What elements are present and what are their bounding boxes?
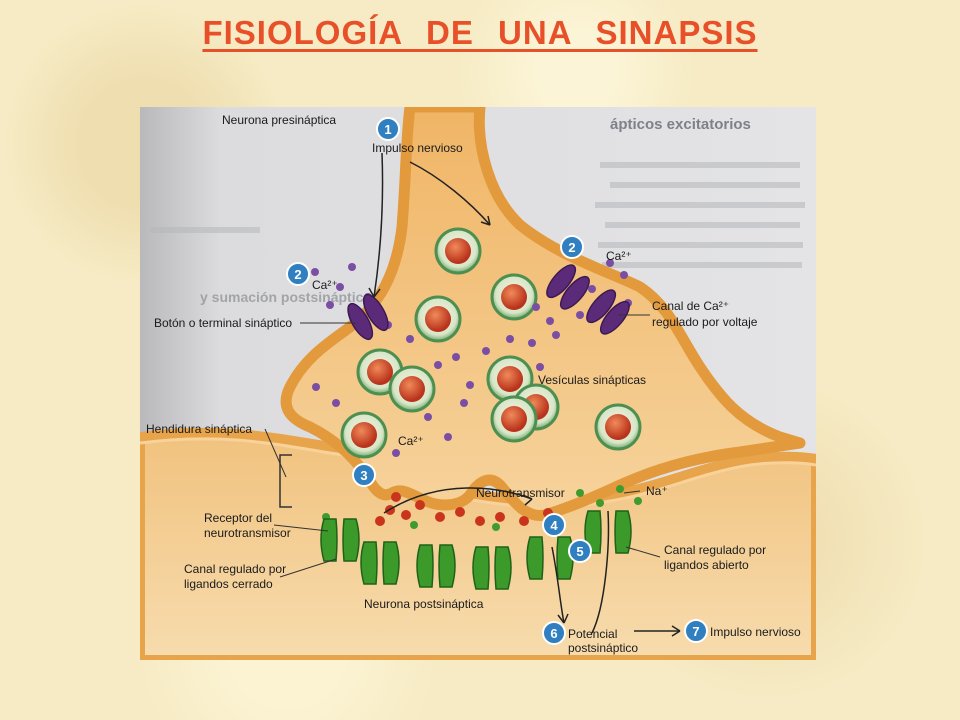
svg-text:7: 7 — [692, 624, 699, 639]
svg-text:5: 5 — [576, 544, 583, 559]
ca-channel-right-bottom — [586, 289, 630, 335]
vesicle — [434, 227, 482, 275]
vesicle — [490, 273, 538, 321]
ca-channel-left — [347, 293, 389, 341]
svg-text:2: 2 — [294, 267, 301, 282]
label-potential-2: postsináptico — [568, 641, 638, 655]
step-badge-1: 1 — [376, 117, 400, 141]
arrow-impulse-left — [373, 152, 384, 298]
label-ca-left: Ca²⁺ — [312, 278, 338, 292]
label-vesicles: Vesículas sinápticas — [538, 373, 646, 387]
step-badge-2-right: 2 — [560, 235, 584, 259]
label-closed-channel-2: ligandos cerrado — [184, 577, 273, 591]
svg-text:4: 4 — [550, 518, 558, 533]
flow-arrows — [368, 152, 681, 637]
diagram-labels: Neurona presináptica Impulso nervioso Ca… — [146, 113, 801, 655]
vesicle — [414, 295, 462, 343]
svg-text:1: 1 — [384, 122, 391, 137]
label-open-channel-1: Canal regulado por — [664, 543, 766, 557]
cleft-bracket — [279, 454, 292, 508]
label-nerve-impulse: Impulso nervioso — [372, 141, 463, 155]
presynaptic-terminal — [280, 107, 806, 521]
step-badge-3: 3 — [352, 463, 376, 487]
background-text-header: ápticos excitatorios — [610, 116, 751, 133]
arrow-nt-release — [383, 487, 533, 514]
vesicle — [490, 395, 538, 443]
svg-text:6: 6 — [550, 626, 557, 641]
slide-title: FISIOLOGÍA DE UNA SINAPSIS — [202, 14, 758, 51]
arrow-na-flow — [591, 510, 610, 634]
vesicle — [388, 365, 436, 413]
label-presynaptic-neuron: Neurona presináptica — [222, 113, 336, 127]
synaptic-vesicles — [340, 227, 642, 459]
label-na: Na⁺ — [646, 484, 668, 498]
ligand-channel-closed — [360, 541, 400, 585]
label-button-terminal: Botón o terminal sináptico — [154, 316, 292, 330]
ligand-channel-open — [584, 510, 632, 554]
label-ca-channel-1: Canal de Ca²⁺ — [652, 299, 729, 313]
arrow-potential — [551, 546, 565, 624]
svg-text:3: 3 — [360, 468, 367, 483]
label-receptor-2: neurotransmisor — [204, 526, 291, 540]
label-nerve-impulse-out: Impulso nervioso — [710, 625, 801, 639]
label-open-channel-2: ligandos abierto — [664, 558, 749, 572]
step-badge-2-left: 2 — [286, 262, 310, 286]
label-ca-right: Ca²⁺ — [606, 249, 632, 263]
vesicle — [594, 403, 642, 451]
label-neurotransmitter: Neurotransmisor — [476, 486, 565, 500]
synapse-illustration: ápticos excitatorios y sumación postsiná… — [140, 107, 816, 660]
label-ca-channel-2: regulado por voltaje — [652, 315, 758, 329]
step-badge-6: 6 — [542, 621, 566, 645]
neurotransmitter-molecules — [375, 492, 553, 526]
ligand-channel-closed — [416, 544, 456, 588]
ligand-channel-closed — [472, 546, 512, 590]
svg-text:2: 2 — [568, 240, 575, 255]
vesicle — [340, 411, 388, 459]
step-badge-7: 7 — [684, 619, 708, 643]
ca-channel-right-top — [546, 264, 590, 310]
label-potential-1: Potencial — [568, 627, 617, 641]
arrow-impulse-right — [409, 161, 491, 226]
postsynaptic-membrane-highlight — [140, 437, 816, 509]
label-receptor-1: Receptor del — [204, 511, 272, 525]
label-closed-channel-1: Canal regulado por — [184, 562, 286, 576]
cleft-leader — [264, 428, 287, 478]
step-badge-4: 4 — [542, 513, 566, 537]
label-ca-mid: Ca²⁺ — [398, 434, 424, 448]
step-badge-5: 5 — [568, 539, 592, 563]
ligand-channel-closed — [320, 518, 360, 562]
synapse-diagram: ápticos excitatorios y sumación postsiná… — [140, 107, 816, 660]
label-cleft: Hendidura sináptica — [146, 422, 252, 436]
label-leaders — [273, 314, 661, 578]
ca-channels — [347, 264, 630, 341]
label-postsynaptic-neuron: Neurona postsináptica — [364, 597, 484, 611]
step-badges: 1 2 2 3 4 5 6 7 — [286, 117, 708, 645]
background-text-left: y sumación postsinápticos — [200, 289, 380, 305]
